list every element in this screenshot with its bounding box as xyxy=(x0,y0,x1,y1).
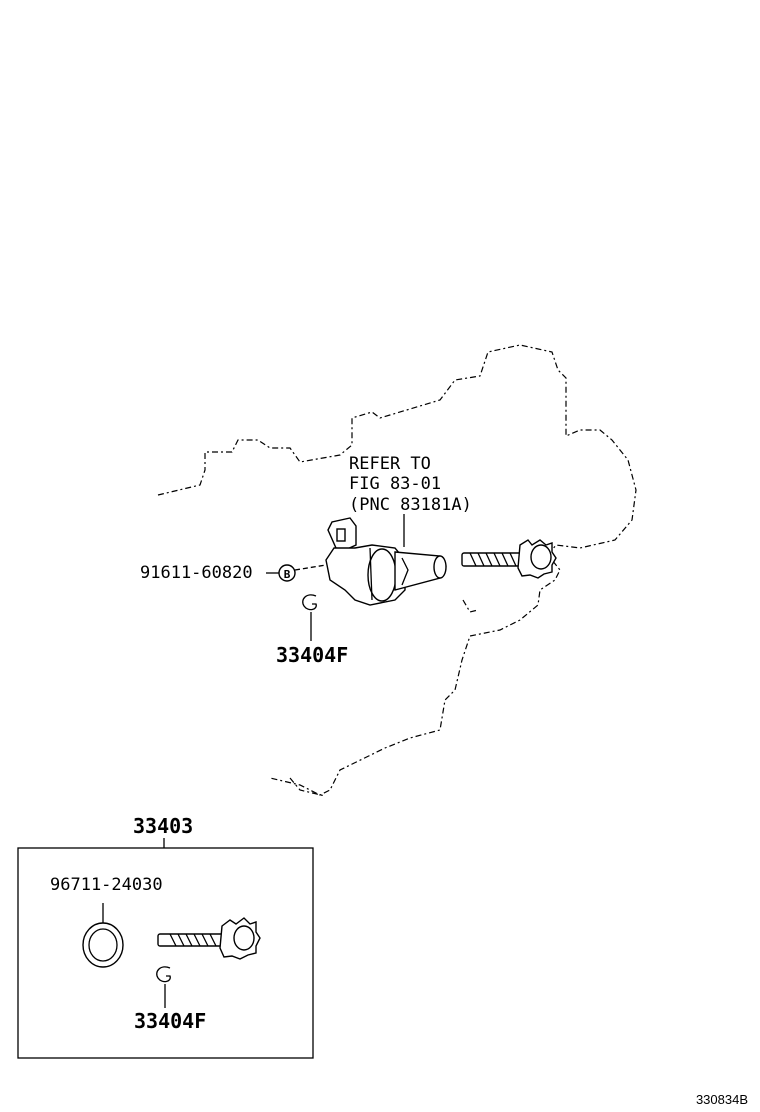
clip-upper xyxy=(302,594,317,641)
clip-lower xyxy=(156,966,171,1008)
transmission-housing-outline xyxy=(157,344,637,797)
kit-part-number: 33403 xyxy=(133,814,193,838)
sensor-housing xyxy=(325,517,447,606)
refer-to-line-2: FIG 83-01 xyxy=(349,474,441,494)
clip-part-number-bottom: 33404F xyxy=(134,1009,206,1033)
o-ring: 96711-24030 xyxy=(50,875,163,968)
driven-gear-upper xyxy=(461,539,557,579)
clip-part-number-top: 33404F xyxy=(276,643,348,667)
refer-to-line-1: REFER TO xyxy=(349,454,431,474)
driven-gear-lower xyxy=(157,917,261,960)
figure-code: 330834B xyxy=(696,1092,748,1107)
kit-box: 33403 xyxy=(17,814,314,1059)
bolt-marker: B xyxy=(266,564,327,582)
bolt-marker-letter: B xyxy=(284,568,291,581)
bolt-part-number: 91611-60820 xyxy=(140,563,253,583)
refer-to-line-3: (PNC 83181A) xyxy=(349,495,472,515)
o-ring-part-number: 96711-24030 xyxy=(50,875,163,895)
